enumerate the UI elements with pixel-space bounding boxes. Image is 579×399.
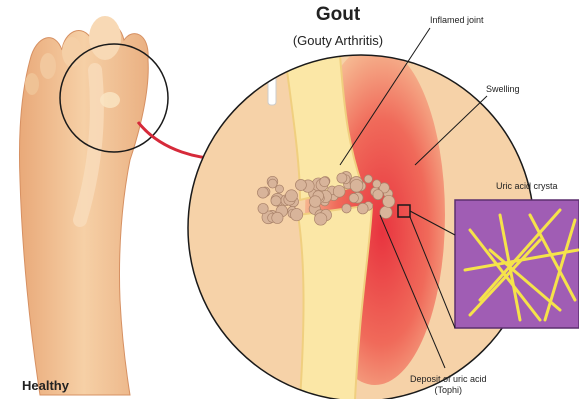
tophi-granule [373,180,381,188]
tophi-granule [350,179,363,192]
tophi-granule [257,187,268,198]
tophi-granule [271,196,281,206]
tophi-granule [383,195,395,207]
label-deposit-line1: Deposit of uric acid [410,374,487,385]
tophi-granule [309,196,321,208]
label-uric-acid-crystals: Uric acid crysta [496,181,558,191]
subtitle: (Gouty Arthritis) [263,33,413,48]
big-toe [89,16,121,60]
healthy-foot [19,16,168,395]
label-inflamed-joint: Inflamed joint [430,15,484,25]
tophi-granule [275,185,283,193]
tophi-granule [320,177,330,187]
tophi-granule [268,179,277,188]
tophi-granule [357,203,368,214]
tophi-granule [295,179,306,190]
label-healthy: Healthy [22,378,69,393]
tophi-granule [314,213,326,225]
tophi-granule [258,203,268,213]
tophi-granule [290,209,302,221]
tophi-granule [286,190,298,202]
tophi-granule [380,206,392,218]
label-swelling: Swelling [486,84,520,94]
label-deposit: Deposit of uric acid (Tophi) [410,374,487,396]
tophi-granule [272,212,283,223]
title: Gout [263,4,413,26]
tophi-granule [333,185,345,197]
tophi-granule [364,175,372,183]
tophi-granule [349,193,358,202]
tophi-granule [337,173,347,183]
tophi-granule [373,190,383,200]
label-deposit-line2: (Tophi) [410,385,487,396]
tophi-granule [342,204,351,213]
